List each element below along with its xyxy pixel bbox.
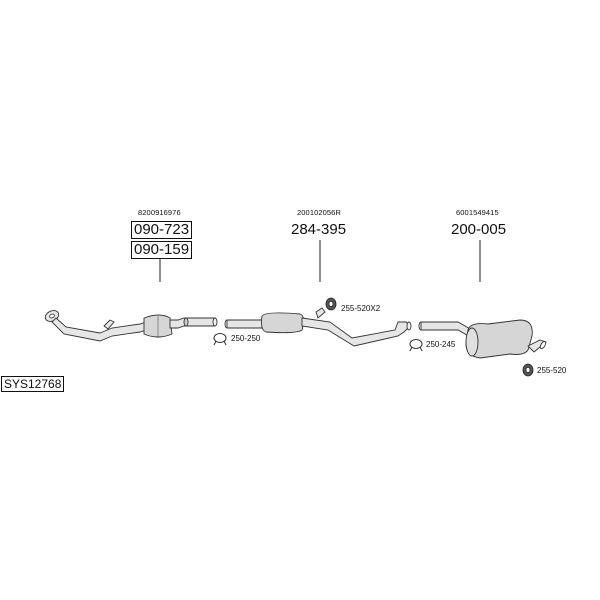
hanger-label-middle[interactable]: 255-520X2	[341, 304, 381, 313]
hanger-label-rear[interactable]: 255-520	[537, 366, 567, 375]
part-number-front-2[interactable]: 090-159	[131, 241, 193, 259]
part-number-front-1[interactable]: 090-723	[131, 221, 193, 239]
hanger-icon-rear	[522, 363, 534, 377]
oem-number-middle: 200102056R	[297, 208, 341, 217]
rear-muffler	[418, 319, 547, 359]
oem-number-rear: 6001549415	[456, 208, 499, 217]
oem-number-front: 8200916976	[138, 208, 181, 217]
hanger-icon-middle	[325, 297, 337, 311]
clamp-label-rear[interactable]: 250-245	[426, 340, 456, 349]
clamp-icon-rear	[409, 339, 423, 352]
system-code: SYS12768	[1, 376, 65, 392]
clamp-icon-front	[213, 333, 227, 346]
part-number-middle[interactable]: 284-395	[291, 221, 347, 238]
clamp-label-front[interactable]: 250-250	[231, 334, 261, 343]
part-number-rear[interactable]: 200-005	[451, 221, 507, 238]
front-pipe-catalyst	[44, 310, 218, 342]
middle-pipe-resonator	[224, 307, 412, 347]
